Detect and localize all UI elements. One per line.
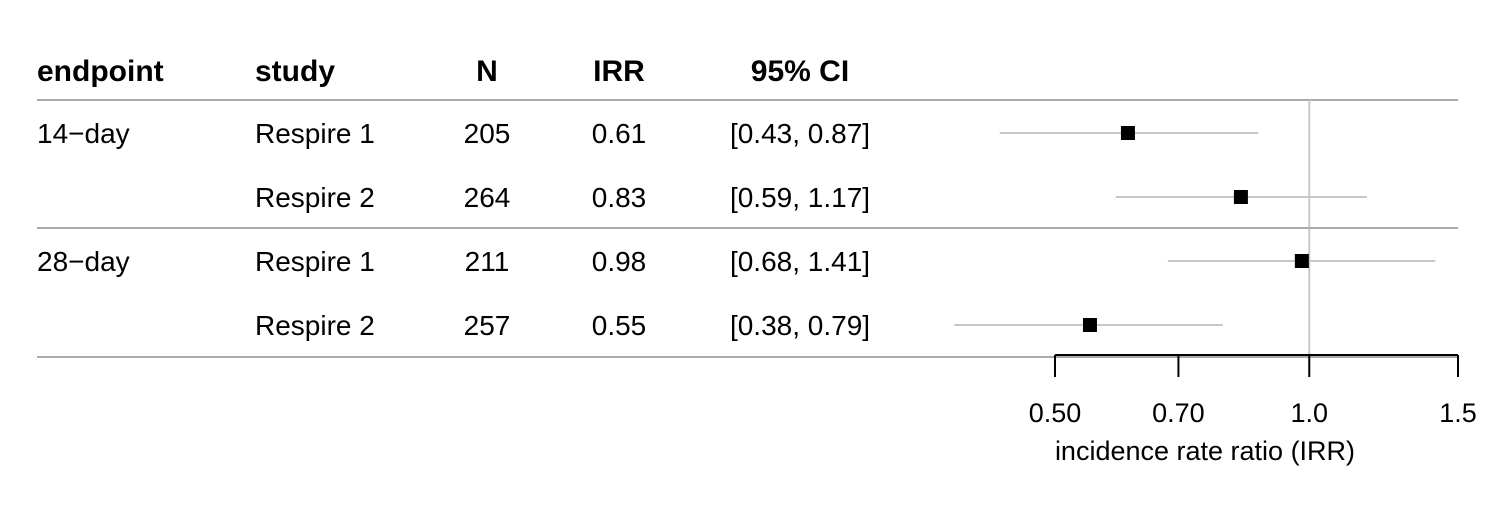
estimate-marker xyxy=(1233,190,1248,204)
header-ci: 95% CI xyxy=(751,55,849,88)
n-value: 257 xyxy=(464,310,511,341)
header-endpoint: endpoint xyxy=(37,55,164,88)
header-study: study xyxy=(255,55,335,88)
irr-value: 0.55 xyxy=(592,310,647,341)
estimate-marker xyxy=(1294,254,1309,268)
header-n: N xyxy=(476,55,498,88)
x-tick-label: 0.70 xyxy=(1152,398,1205,428)
irr-value: 0.83 xyxy=(592,182,647,213)
study-label: Respire 1 xyxy=(255,246,375,277)
header-irr: IRR xyxy=(593,55,645,88)
endpoint-label: 28−day xyxy=(37,246,130,277)
ci-value: [0.38, 0.79] xyxy=(730,310,870,341)
estimate-marker xyxy=(1082,318,1097,332)
ci-value: [0.59, 1.17] xyxy=(730,182,870,213)
ci-value: [0.68, 1.41] xyxy=(730,246,870,277)
n-value: 264 xyxy=(464,182,511,213)
ci-value: [0.43, 0.87] xyxy=(730,118,870,149)
study-label: Respire 2 xyxy=(255,182,375,213)
irr-value: 0.98 xyxy=(592,246,647,277)
n-value: 205 xyxy=(464,118,511,149)
estimate-marker xyxy=(1120,126,1135,140)
study-label: Respire 1 xyxy=(255,118,375,149)
x-axis-title: incidence rate ratio (IRR) xyxy=(1055,436,1355,466)
x-tick-label: 1.0 xyxy=(1290,398,1328,428)
x-tick-label: 1.5 xyxy=(1439,398,1477,428)
irr-value: 0.61 xyxy=(592,118,647,149)
endpoint-label: 14−day xyxy=(37,118,130,149)
study-label: Respire 2 xyxy=(255,310,375,341)
n-value: 211 xyxy=(465,246,510,277)
x-tick-label: 0.50 xyxy=(1029,398,1082,428)
